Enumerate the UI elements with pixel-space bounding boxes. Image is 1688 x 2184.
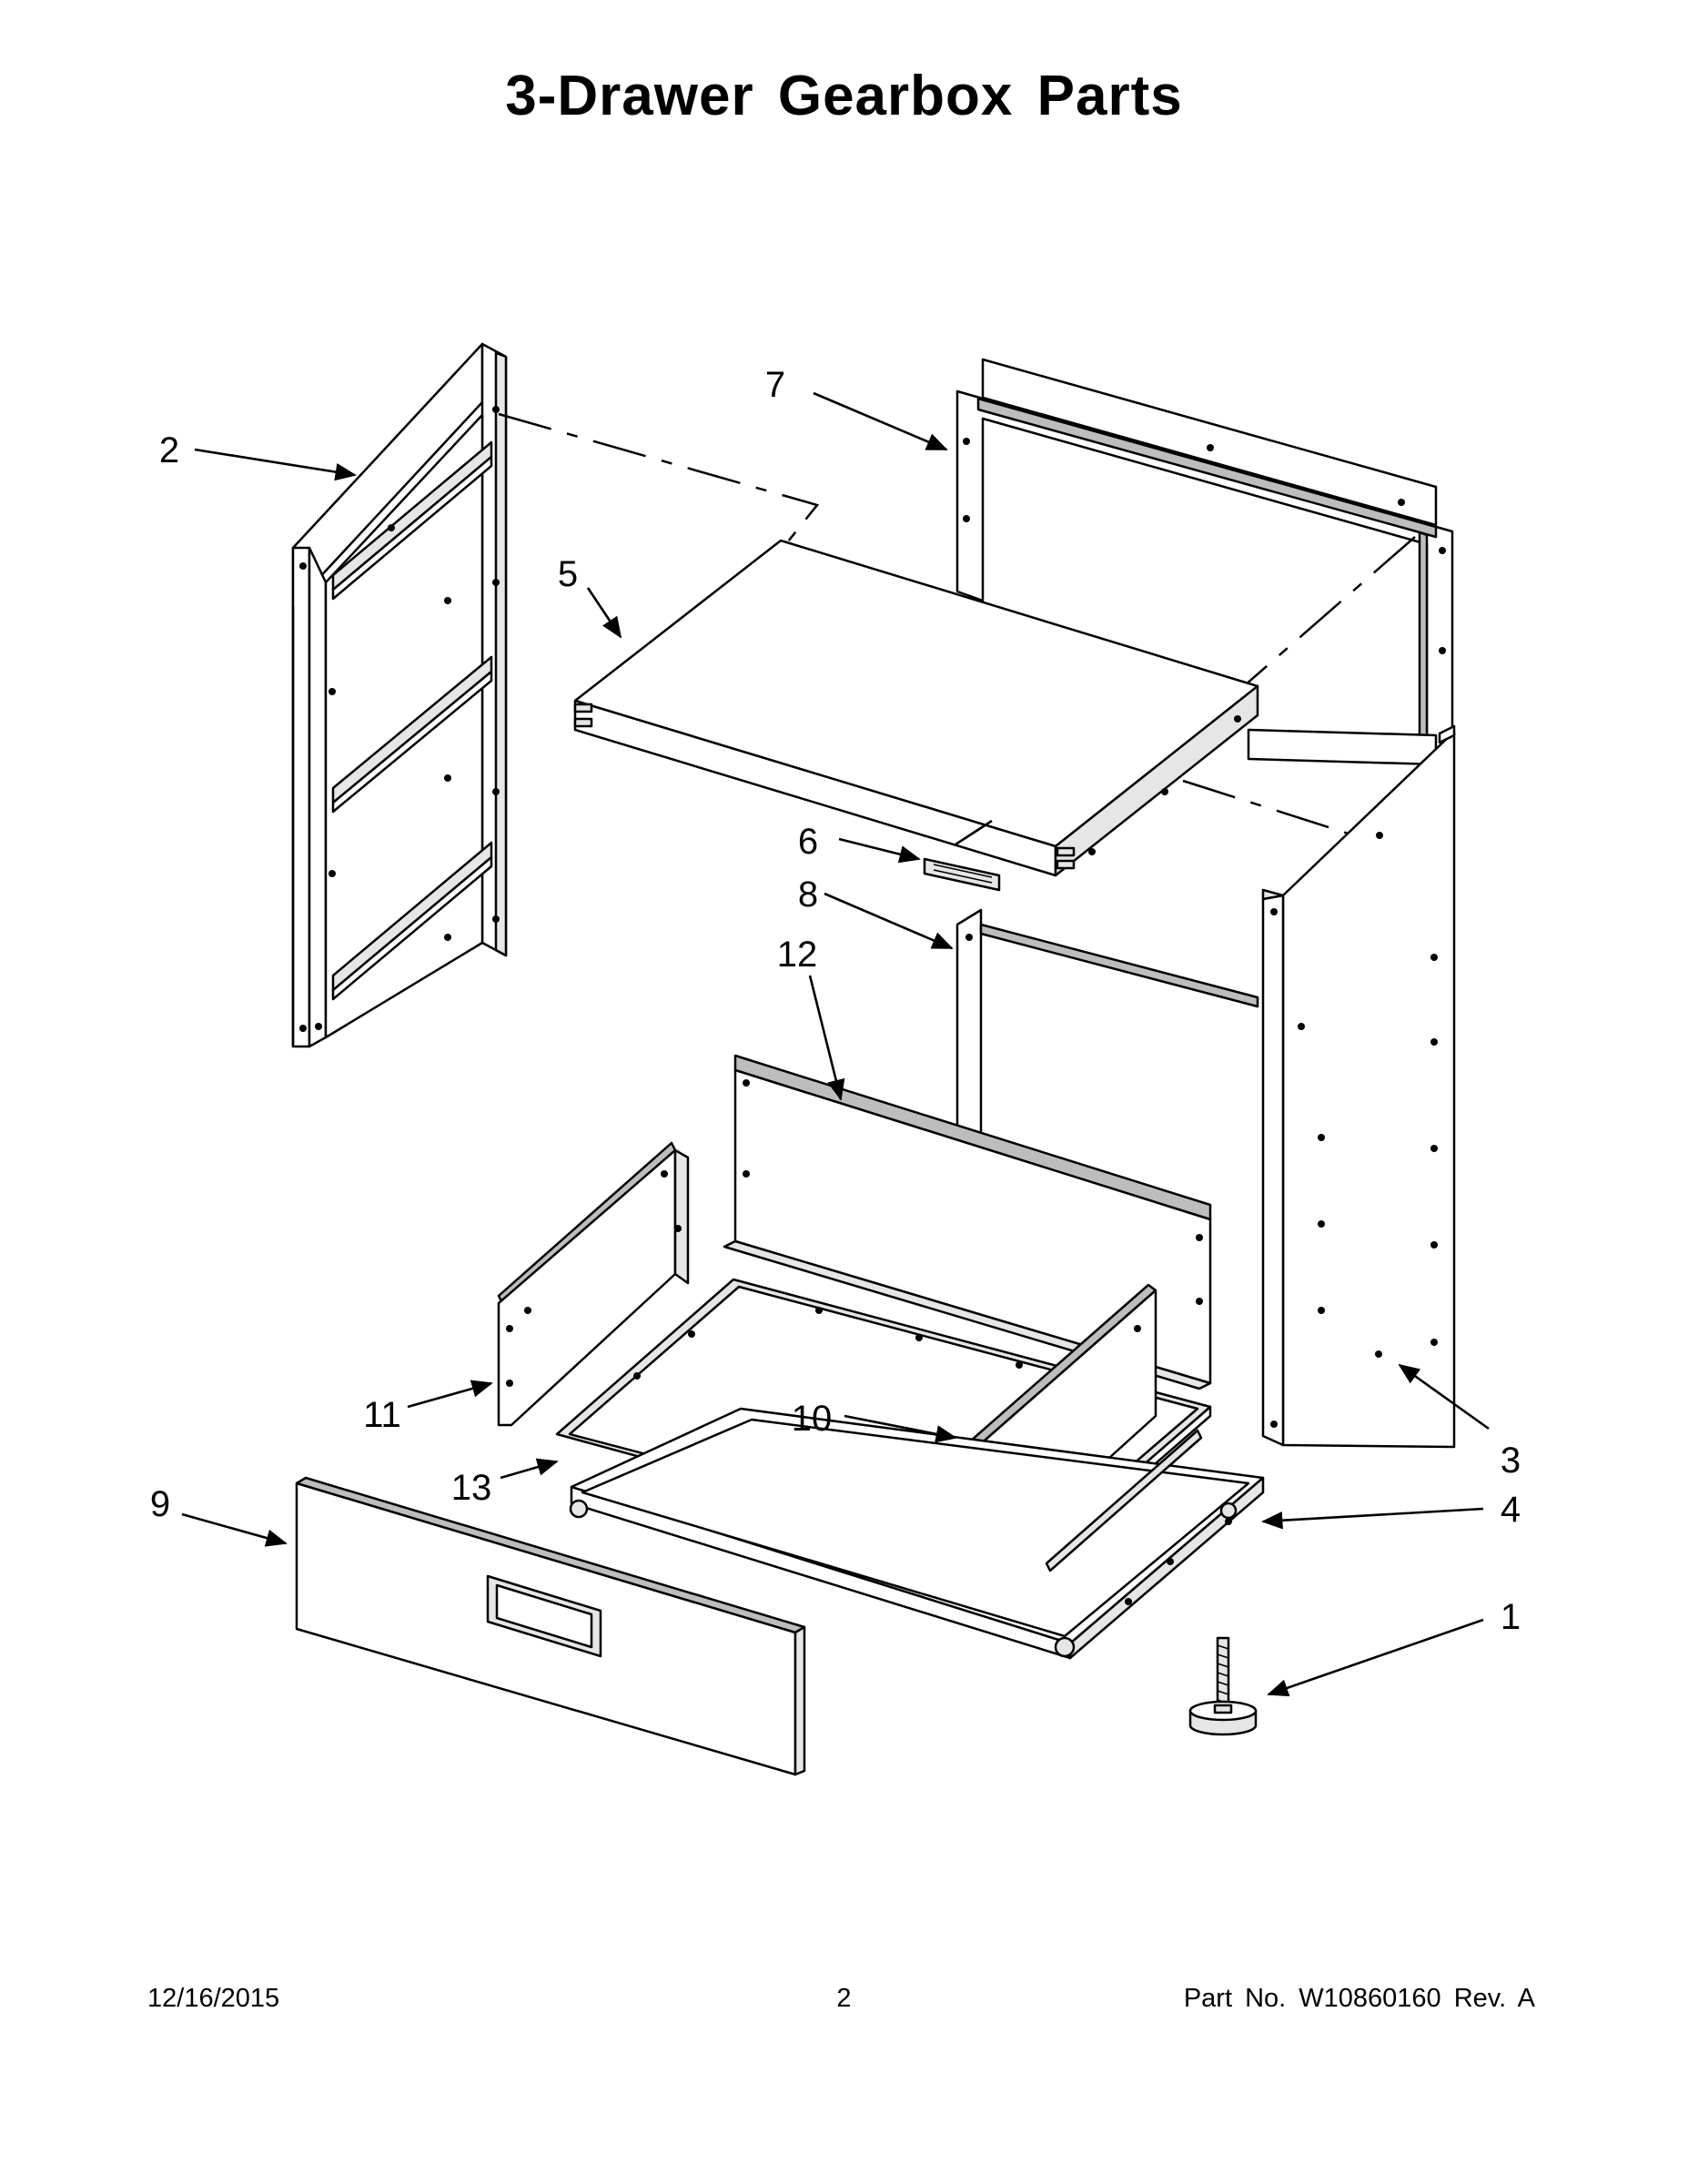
callout-6: 6 (798, 822, 818, 862)
right-side-panel (1247, 724, 1456, 1449)
callout-4: 4 (1501, 1490, 1521, 1530)
callout-labels: 1 2 3 4 5 6 7 8 9 10 11 12 13 (150, 365, 1521, 1637)
drawer-left-side (497, 1141, 690, 1427)
callout-12: 12 (777, 935, 818, 975)
drawer-slide-middle (331, 655, 493, 814)
callout-7: 7 (765, 365, 785, 405)
callout-5: 5 (558, 554, 578, 594)
leveling-leg (1188, 1636, 1258, 1736)
drawer-slide-upper (331, 440, 493, 601)
drawer-front (295, 1476, 806, 1776)
rear-panel (955, 358, 1454, 780)
callout-leaders (181, 391, 1490, 1697)
left-side-panel (291, 342, 508, 1048)
drawer-slide-lower (331, 841, 493, 1001)
footer-date: 12/16/2015 (147, 1984, 280, 2013)
callout-1: 1 (1501, 1597, 1521, 1637)
top-panel (573, 539, 1259, 877)
callout-11: 11 (363, 1395, 401, 1435)
footer-part-number: Part No. W10860160 Rev. A (1183, 1984, 1535, 2013)
page-title: 3-Drawer Gearbox Parts (505, 65, 1183, 127)
base-frame (569, 1407, 1265, 1660)
callout-13: 13 (451, 1468, 492, 1508)
drawer-handle (486, 1574, 602, 1658)
rear-frame (955, 908, 1259, 1167)
callout-10: 10 (792, 1399, 833, 1439)
nameplate-badge (923, 857, 1001, 892)
callout-8: 8 (798, 875, 818, 915)
callout-3: 3 (1501, 1441, 1521, 1481)
footer-page-number: 2 (836, 1984, 852, 2013)
callout-2: 2 (159, 430, 179, 470)
callout-9: 9 (150, 1484, 170, 1524)
